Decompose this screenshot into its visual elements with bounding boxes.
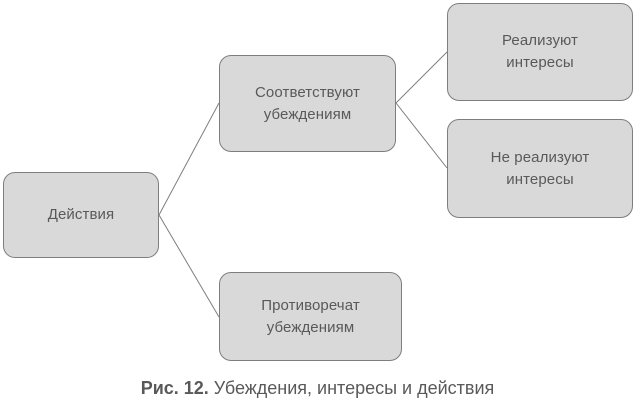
node-realize-interests: Реализуют интересы [447, 3, 633, 101]
node-match-beliefs-label: Соответствуют убеждениям [254, 83, 360, 123]
node-actions-label: Действия [47, 206, 115, 224]
figure-caption: Рис. 12. Убеждения, интересы и действия [0, 378, 635, 399]
figure-caption-number: Рис. 12. [140, 378, 209, 398]
node-actions: Действия [3, 172, 159, 258]
connector-match-beliefs-to-not-realize-interests [395, 102, 448, 169]
figure-caption-text: Убеждения, интересы и действия [208, 378, 495, 398]
connector-actions-to-match-beliefs [158, 102, 220, 216]
connector-actions-to-contradict-beliefs [158, 214, 220, 318]
node-match-beliefs: Соответствуют убеждениям [219, 55, 396, 152]
node-not-realize-interests: Не реализуют интересы [447, 119, 633, 218]
node-contradict-beliefs: Противоречат убеждениям [219, 272, 402, 361]
node-contradict-beliefs-label: Противоречат убеждениям [261, 296, 360, 336]
node-not-realize-interests-label: Не реализуют интересы [490, 148, 590, 188]
connector-match-beliefs-to-realize-interests [395, 51, 448, 104]
node-realize-interests-label: Реализуют интересы [501, 32, 579, 71]
